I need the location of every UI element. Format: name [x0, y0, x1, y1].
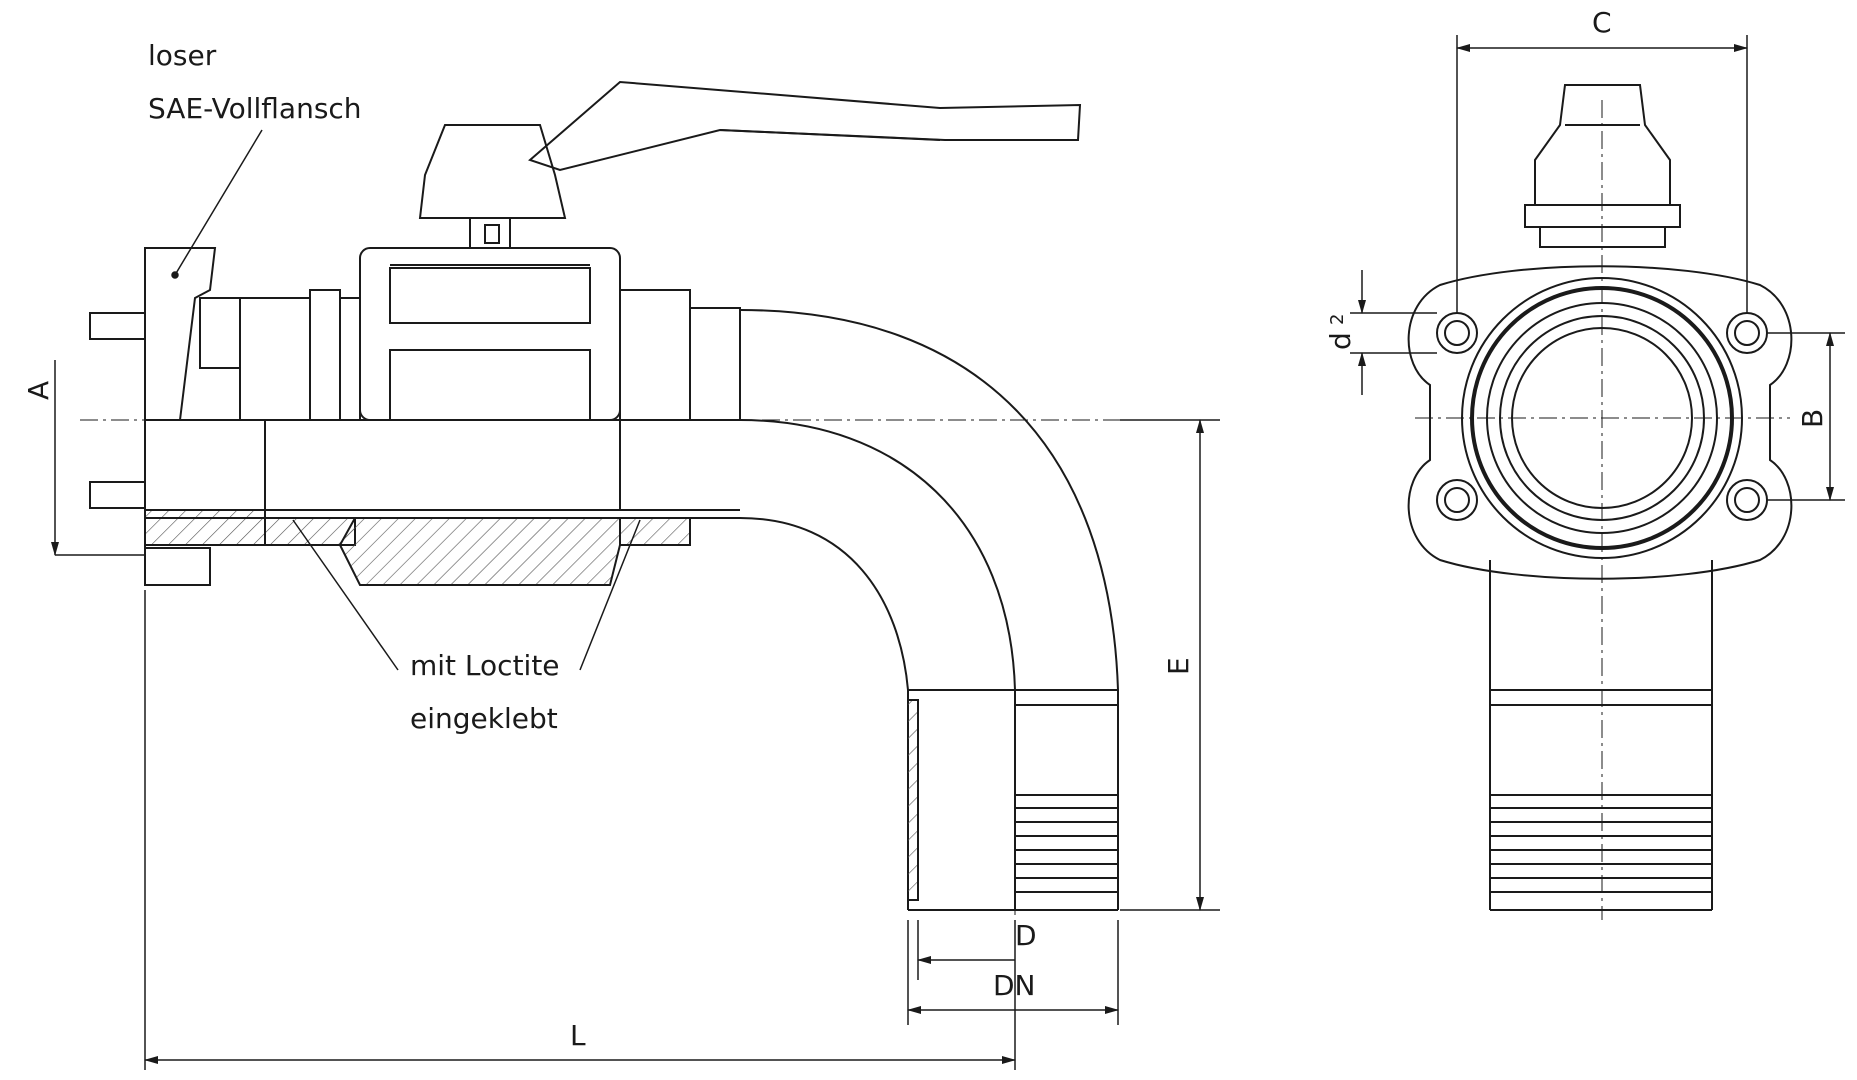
dimension-a: A: [22, 381, 55, 400]
pipe-bend: [739, 308, 1119, 691]
front-dimension-lines: [1350, 35, 1845, 501]
front-flange-plate: [1407, 265, 1793, 580]
front-view: [1407, 84, 1793, 920]
flange-label-line1: loser: [148, 39, 217, 72]
glue-label-line1: mit Loctite: [410, 649, 560, 682]
front-center-lines: [1415, 100, 1790, 920]
dimension-e: E: [1162, 657, 1195, 675]
section-hatching: [144, 509, 740, 586]
outlet-pipe: [907, 689, 1119, 911]
dimension-d2: d: [1324, 332, 1357, 350]
dimension-c: C: [1592, 6, 1612, 39]
dimension-d2-subscript: 2: [1327, 314, 1348, 325]
valve-handle: [418, 80, 1082, 219]
side-view: [80, 80, 1220, 920]
front-outlet: [1489, 560, 1713, 911]
center-lines: [80, 419, 1220, 920]
dimension-l: L: [570, 1019, 586, 1052]
dimension-lines: [51, 360, 1220, 1070]
dimension-d: D: [1015, 919, 1037, 952]
straight-pipe: [145, 419, 740, 510]
dimension-b: B: [1796, 409, 1829, 428]
flange-label-line2: SAE-Vollflansch: [148, 92, 362, 125]
leader-lines: [171, 129, 641, 671]
valve-body: [359, 247, 741, 421]
dimension-dn: DN: [993, 969, 1036, 1002]
glue-label-line2: eingeklebt: [410, 702, 558, 735]
valve-stem: [469, 217, 511, 249]
adapter-hex: [199, 289, 361, 421]
flange-studs: [89, 312, 146, 509]
